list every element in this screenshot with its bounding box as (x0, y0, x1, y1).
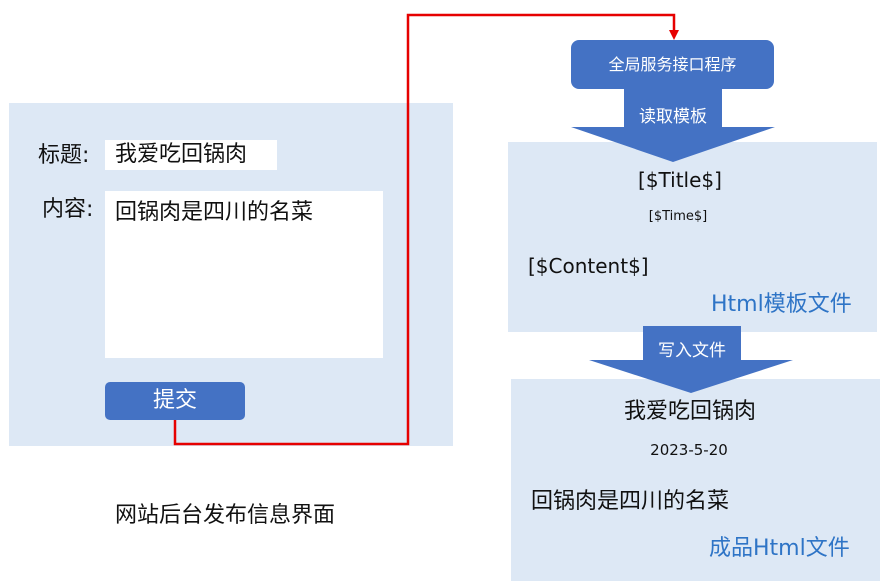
write-file-arrow (589, 326, 793, 393)
output-title: 我爱吃回锅肉 (623, 399, 756, 424)
template-title-placeholder: [$Title$] (638, 168, 722, 192)
template-time-placeholder: [$Time$] (648, 209, 708, 224)
submit-button[interactable]: 提交 (105, 382, 245, 420)
title-label: 标题: (38, 143, 90, 168)
title-input[interactable]: 我爱吃回锅肉 (105, 140, 277, 170)
template-panel (508, 142, 877, 332)
output-panel (511, 379, 880, 581)
template-file-name: Html模板文件 (711, 292, 852, 317)
read-template-label: 读取模板 (639, 107, 707, 127)
template-content-placeholder: [$Content$] (528, 254, 649, 278)
output-date: 2023-5-20 (650, 441, 728, 459)
submit-connector-line (173, 13, 676, 446)
read-template-arrow (571, 89, 775, 162)
write-file-label: 写入文件 (658, 341, 726, 361)
service-program-box: 全局服务接口程序 (571, 40, 774, 89)
form-caption: 网站后台发布信息界面 (115, 503, 336, 528)
content-label: 内容: (42, 197, 94, 222)
content-input[interactable]: 回锅肉是四川的名菜 (105, 191, 383, 358)
connector-arrowhead (669, 30, 679, 40)
output-content: 回锅肉是四川的名菜 (531, 489, 730, 514)
output-file-name: 成品Html文件 (709, 536, 850, 561)
